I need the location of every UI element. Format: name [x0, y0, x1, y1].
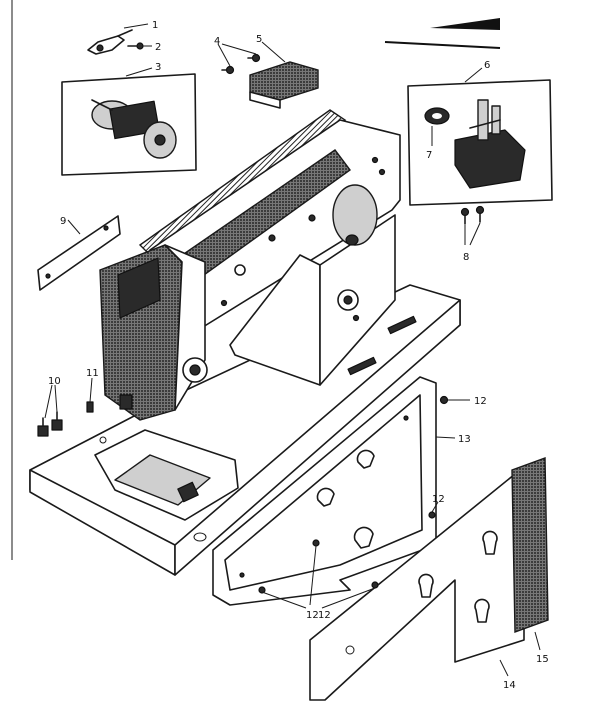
base-foot — [193, 532, 207, 542]
callout-9: 9 — [60, 216, 66, 227]
callout-12-b: 12 — [432, 494, 445, 505]
arm-casting — [138, 109, 401, 386]
callout-5: 5 — [256, 34, 262, 45]
plate-9 — [37, 215, 121, 291]
keyhole-1 — [356, 449, 375, 469]
base-pad — [177, 481, 199, 503]
lamp-bulb — [87, 29, 133, 55]
end-housing — [99, 244, 208, 421]
callout-12-a: 12 — [474, 396, 487, 407]
callout-1: 1 — [152, 20, 158, 31]
grille-15 — [511, 457, 549, 633]
callout-11: 11 — [86, 368, 99, 379]
pad-5 — [249, 61, 319, 109]
screws-10 — [37, 411, 63, 437]
callout-12-d: 12 — [318, 610, 331, 621]
base-plate — [29, 284, 461, 576]
screws-8 — [460, 205, 485, 225]
base-slot-2 — [387, 315, 417, 335]
callout-13: 13 — [458, 434, 471, 445]
lamp-screw — [127, 42, 144, 50]
callout-6: 6 — [484, 60, 490, 71]
scan-streaks — [384, 18, 501, 49]
callout-3: 3 — [155, 62, 161, 73]
keyhole-4 — [482, 530, 498, 555]
base-hole — [99, 436, 107, 444]
callout-10: 10 — [48, 376, 61, 387]
arm-hole — [234, 264, 246, 276]
callout-2: 2 — [155, 42, 161, 53]
callout-labels: 1 2 3 4 5 6 7 8 9 10 11 12 12 12 13 12 1… — [48, 20, 549, 691]
winder-box — [407, 79, 553, 206]
motor-box — [61, 73, 197, 176]
keyhole-5 — [474, 598, 490, 623]
callout-14: 14 — [503, 680, 516, 691]
keyhole-6 — [418, 573, 434, 598]
callout-8: 8 — [463, 252, 469, 263]
screw-11 — [86, 401, 94, 413]
base-cover-13 — [212, 376, 437, 606]
base-slot-1 — [347, 356, 377, 376]
callout-4: 4 — [214, 36, 220, 47]
screws-4 — [221, 53, 261, 75]
keyhole-3 — [353, 526, 374, 549]
keyhole-2 — [316, 487, 335, 507]
callout-12-c: 12 — [306, 610, 319, 621]
callout-7: 7 — [426, 150, 432, 161]
callout-15: 15 — [536, 654, 549, 665]
leader-lines — [44, 23, 541, 677]
